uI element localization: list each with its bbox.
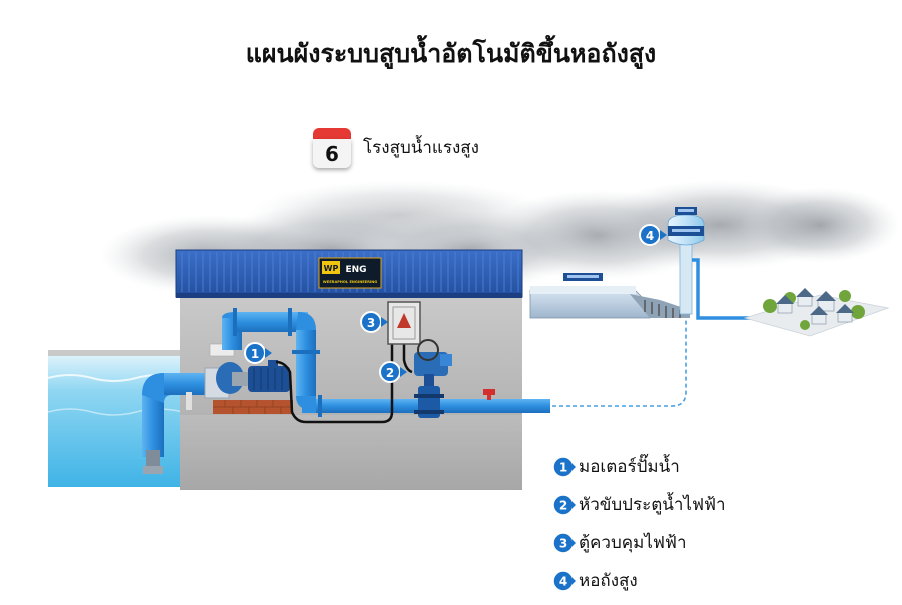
logo-mark: WP	[324, 264, 339, 273]
svg-text:3: 3	[559, 537, 567, 551]
legend-label: หัวขับประตูน้ำไฟฟ้า	[579, 495, 726, 515]
intake-pipe	[142, 373, 210, 474]
number-badge-icon: 2	[552, 494, 576, 516]
water-reservoir	[47, 350, 184, 487]
legend-label: มอเตอร์ปั๊มน้ำ	[579, 457, 680, 477]
village-houses	[743, 288, 890, 337]
red-valve	[483, 389, 495, 400]
legend-label: ตู้ควบคุมไฟฟ้า	[579, 533, 687, 553]
water-treatment-plant	[529, 273, 690, 319]
station-number: 6	[325, 142, 339, 166]
svg-text:2: 2	[559, 499, 567, 513]
number-badge-icon: 1	[552, 456, 576, 478]
electrical-cables	[275, 326, 413, 424]
pump-motor	[204, 343, 290, 399]
marker-4-number: 4	[646, 229, 654, 243]
marker-1: 1	[244, 342, 272, 364]
control-cabinet	[387, 301, 421, 345]
marker-4: 4	[639, 224, 667, 246]
pipe-support	[186, 392, 192, 410]
svg-text:4: 4	[559, 575, 567, 589]
underground-pipe-dashed	[552, 246, 687, 407]
number-badge-icon: 3	[552, 532, 576, 554]
logo-name: ENG	[345, 265, 366, 275]
marker-3: 3	[360, 311, 388, 333]
marker-1-number: 1	[251, 347, 259, 361]
marker-2: 2	[379, 361, 407, 383]
number-badge-icon: 4	[552, 570, 576, 592]
company-logo: WP ENG WEERAPHOL ENGINEERING	[318, 257, 382, 289]
marker-3-number: 3	[367, 316, 375, 330]
calendar-badge-icon: 6	[313, 128, 351, 168]
marker-2-number: 2	[386, 366, 394, 380]
svg-text:1: 1	[559, 461, 567, 475]
water-tower	[667, 207, 705, 315]
brick-base	[213, 400, 293, 414]
page-title: แผนผังระบบสูบน้ำอัตโนมัติขึ้นหอถังสูง	[245, 39, 657, 68]
legend-label: หอถังสูง	[579, 571, 638, 591]
ground-foundation	[180, 410, 522, 490]
logo-tagline: WEERAPHOL ENGINEERING	[323, 280, 377, 284]
gate-valve-actuator	[414, 339, 452, 418]
station-label: โรงสูบน้ำแรงสูง	[363, 138, 479, 158]
distribution-pipe	[692, 258, 782, 320]
